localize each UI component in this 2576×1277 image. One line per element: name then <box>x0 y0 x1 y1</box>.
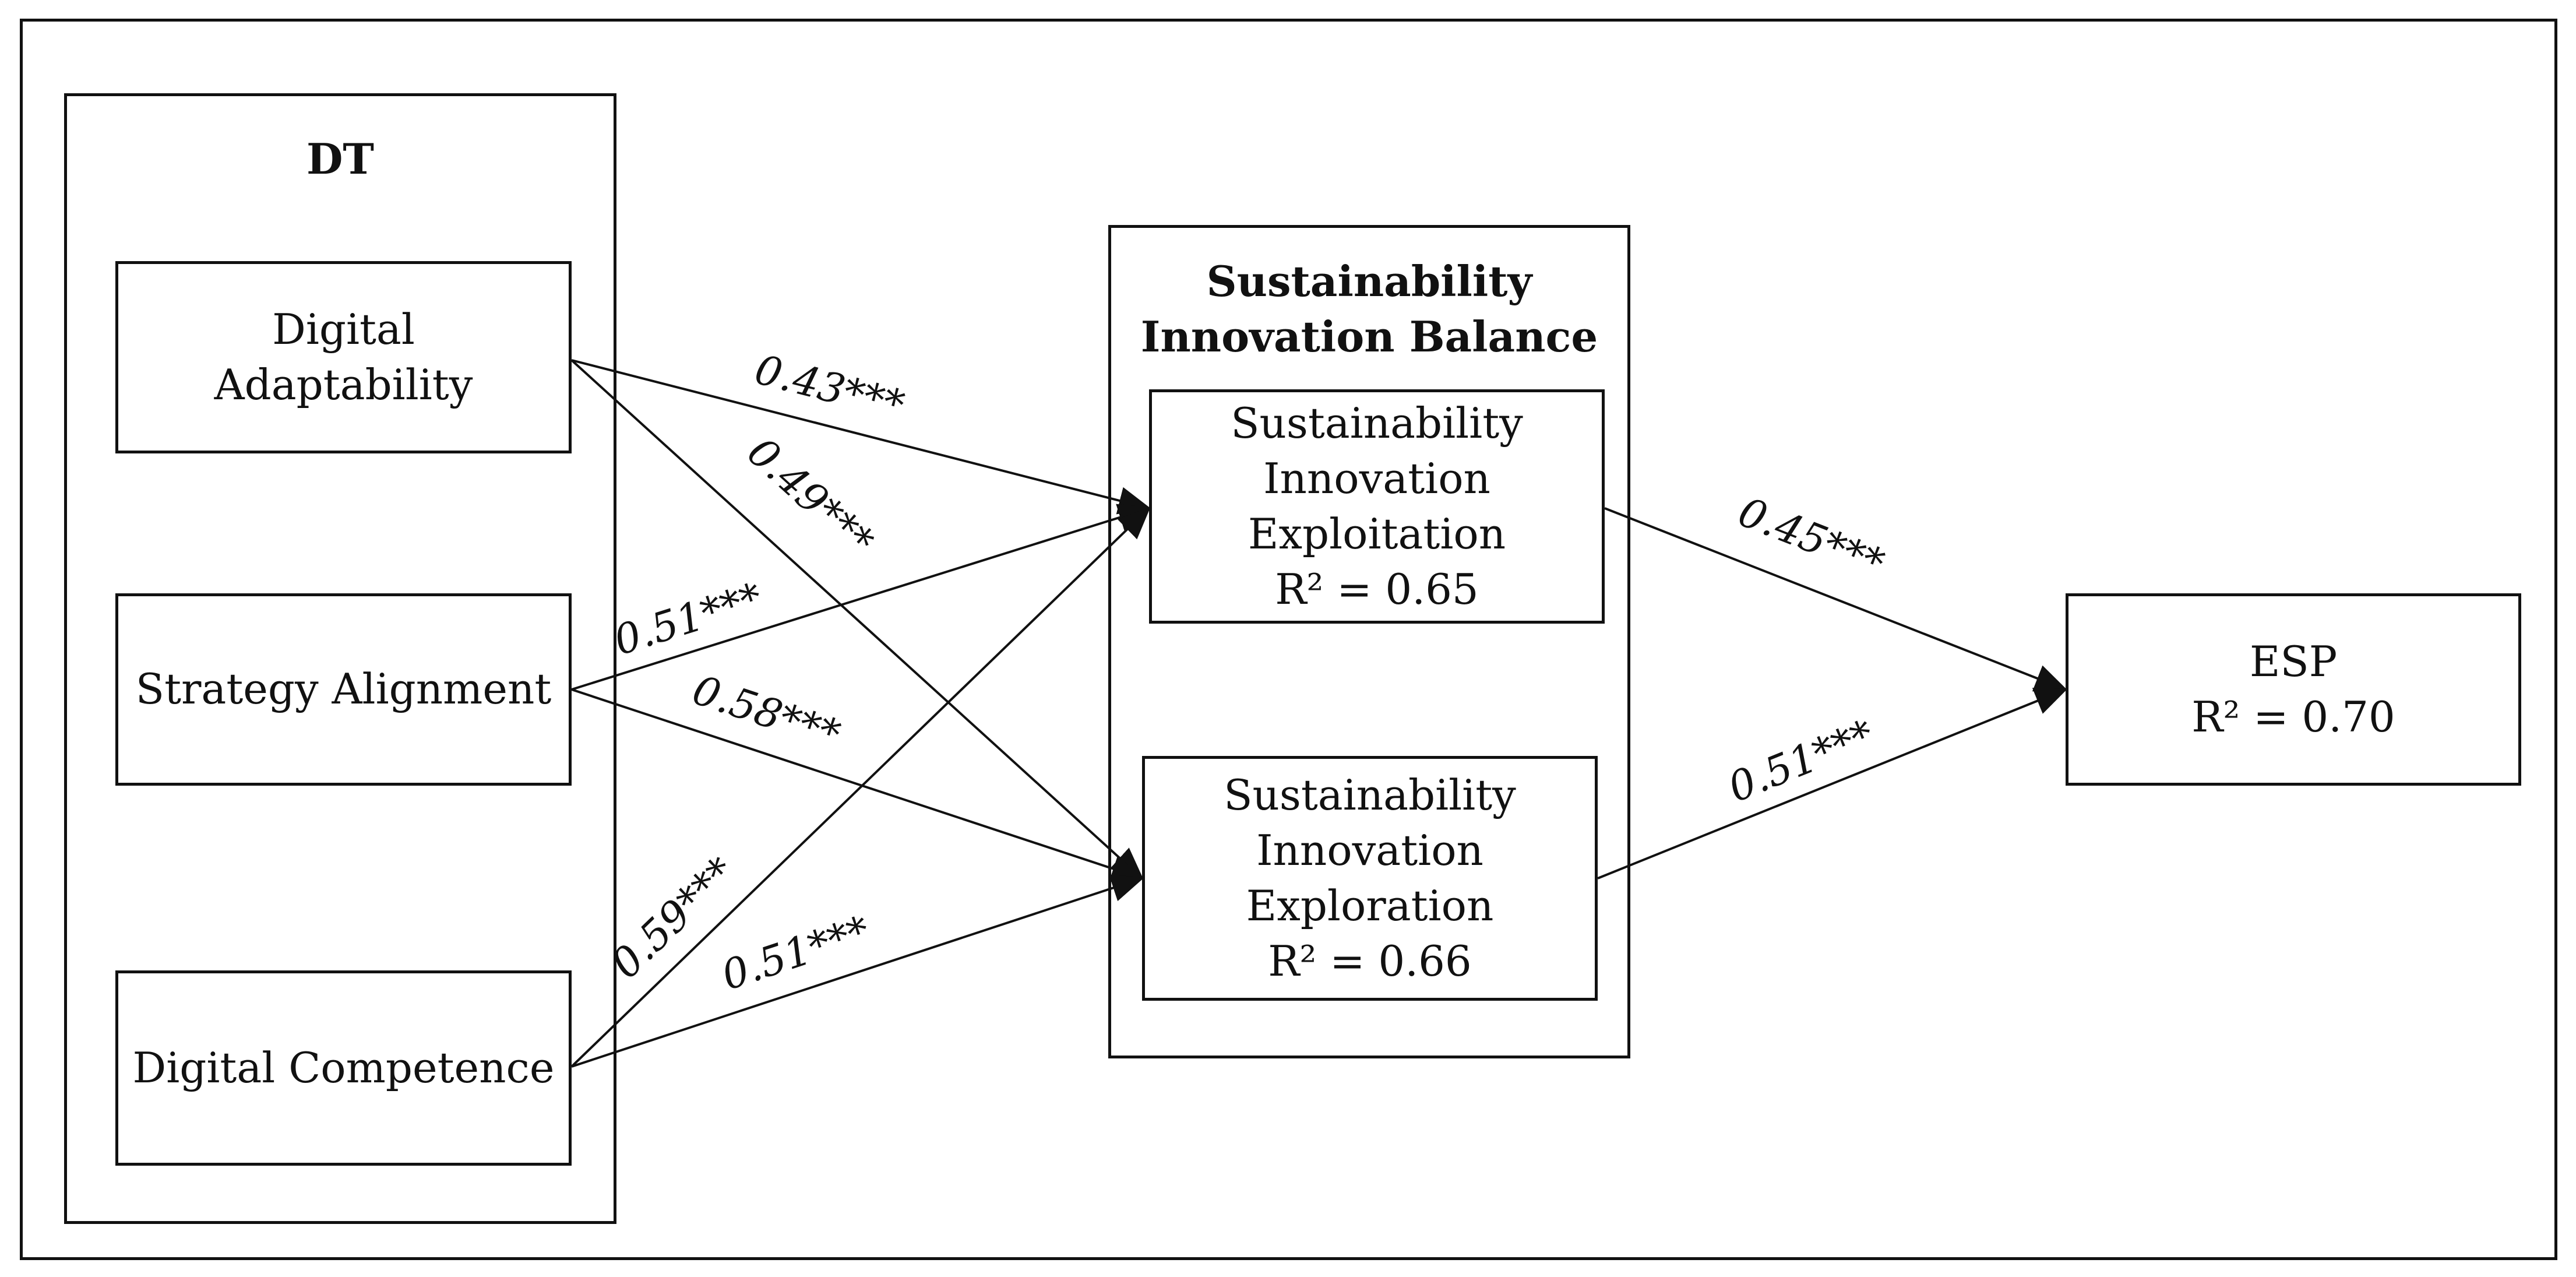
exploitation-line-2: Innovation <box>1263 453 1490 503</box>
esp-line-1: ESP <box>2249 636 2338 686</box>
path-line-sa-exploitation <box>571 504 1151 691</box>
node-digital-adaptability: Digital Adaptability <box>115 261 572 453</box>
exploration-line-1: Sustainability <box>1224 770 1516 819</box>
node-innovation-exploration: Sustainability Innovation Exploration R²… <box>1142 756 1598 1001</box>
dt-group-title: DT <box>64 131 616 187</box>
coef-da-exploitation: 0.43*** <box>750 346 909 430</box>
coef-sa-exploitation: 0.51*** <box>608 574 767 665</box>
sib-title-line-2: Innovation Balance <box>1140 312 1598 362</box>
exploitation-line-3: Exploitation <box>1248 509 1506 558</box>
exploration-r2: R² = 0.66 <box>1268 937 1472 986</box>
node-strategy-alignment: Strategy Alignment <box>115 593 572 786</box>
exploration-line-2: Innovation <box>1256 825 1483 875</box>
sib-title-line-1: Sustainability <box>1206 256 1532 306</box>
exploitation-line-1: Sustainability <box>1231 398 1523 448</box>
coef-sa-exploration: 0.58*** <box>687 666 846 759</box>
path-line-exploitation-esp <box>1604 507 2068 692</box>
strategy-alignment-line-1: Strategy Alignment <box>135 664 552 714</box>
dt-group <box>64 93 616 1224</box>
path-line-da-exploration <box>570 359 1144 880</box>
exploration-line-3: Exploration <box>1246 881 1494 930</box>
node-innovation-exploitation: Sustainability Innovation Exploitation R… <box>1149 389 1605 624</box>
path-line-dc-exploration <box>571 874 1144 1068</box>
outer-frame <box>20 19 2557 1260</box>
esp-r2: R² = 0.70 <box>2191 692 2395 741</box>
digital-competence-line-1: Digital Competence <box>132 1043 555 1092</box>
coef-da-exploration: 0.49*** <box>738 428 883 565</box>
coef-exploitation-esp: 0.45*** <box>1732 488 1891 588</box>
digital-adaptability-line-2: Adaptability <box>214 360 473 409</box>
digital-adaptability-line-1: Digital <box>272 304 415 354</box>
sib-group-title: Sustainability Innovation Balance <box>1108 254 1630 364</box>
path-line-dc-exploitation <box>570 506 1151 1068</box>
node-esp: ESP R² = 0.70 <box>2066 593 2521 786</box>
sustainability-innovation-balance-group <box>1108 225 1630 1058</box>
coef-dc-exploration: 0.51*** <box>716 906 875 1000</box>
path-line-exploration-esp <box>1597 688 2068 880</box>
path-line-sa-exploration <box>571 688 1144 882</box>
node-digital-competence: Digital Competence <box>115 970 572 1166</box>
dt-title-text: DT <box>306 134 374 184</box>
path-line-da-exploitation <box>571 359 1151 515</box>
exploitation-r2: R² = 0.65 <box>1275 565 1479 614</box>
